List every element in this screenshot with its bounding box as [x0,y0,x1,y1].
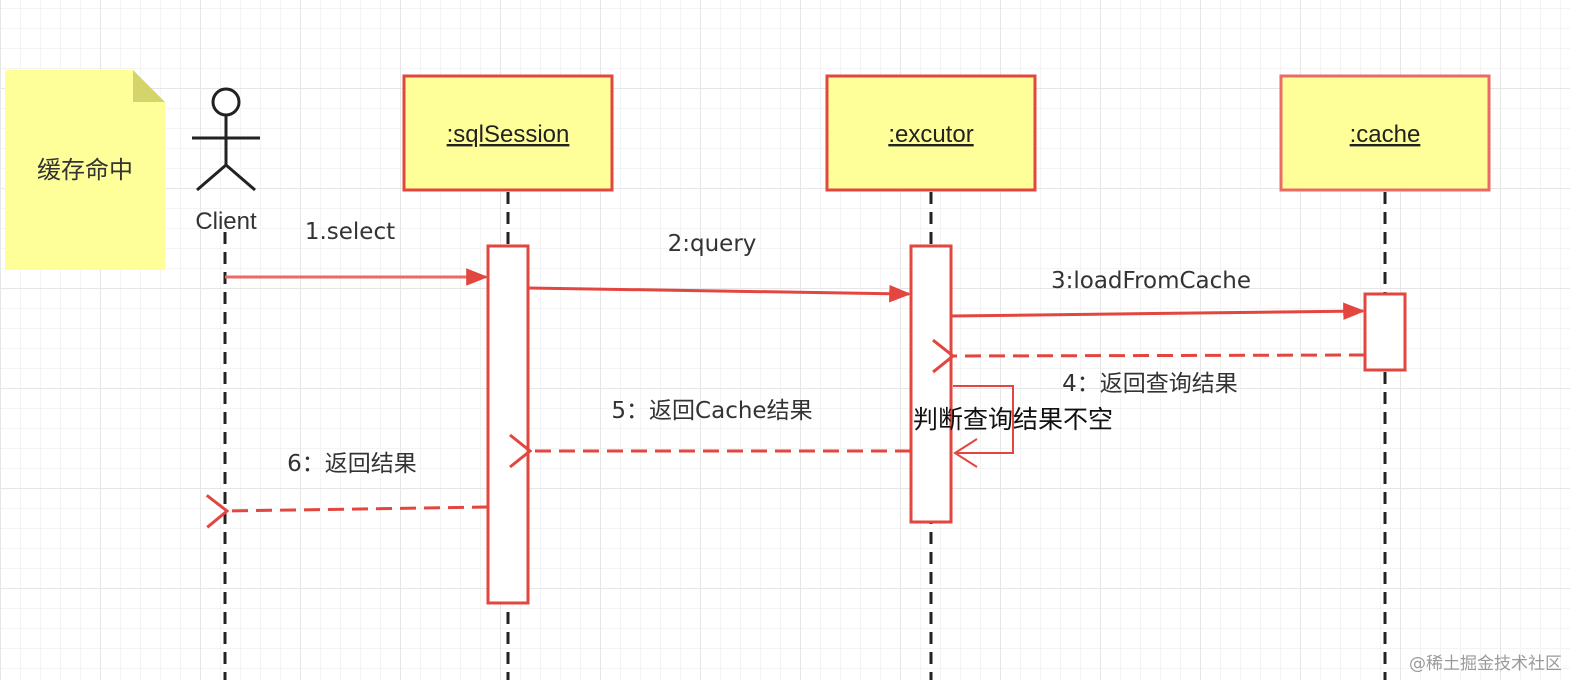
object-label: :cache [1350,121,1421,148]
message-6-label: 6：返回结果 [287,451,417,477]
self-message-label: 判断查询结果不空 [913,405,1113,434]
message-5-label: 5：返回Cache结果 [611,398,812,424]
actor-leg-right [225,163,256,192]
message-4-label: 4：返回查询结果 [1062,371,1238,397]
object-label: :sqlSession [447,121,570,148]
object-box [402,74,614,192]
note: 缓存命中 [5,70,165,270]
object-excutor: :excutor [825,74,1037,192]
object-cache: :cache [1279,74,1491,192]
message-3-arrow [950,302,1366,321]
object-label: :excutor [888,121,973,148]
message-6-arrow [227,507,489,511]
watermark: @稀土掘金技术社区 [1409,654,1562,674]
object-box [1279,74,1491,192]
self-message-arrowhead [953,438,978,468]
activation-excutor [909,244,953,524]
message-1-label: 1.select [305,219,395,245]
activation-sqlsession [486,244,530,605]
actor-client: Client [192,87,260,235]
actor-label: Client [195,208,257,235]
note-shape [5,70,165,270]
self-message-arrow [953,385,1014,454]
lifelines [223,192,1387,680]
actor-head [211,87,241,117]
note-text: 缓存命中 [37,156,133,184]
message-2-label: 2:query [668,231,757,257]
object-box [825,74,1037,192]
actor-leg-left [196,163,227,192]
message-2-arrow [527,284,912,303]
message-4-arrow [953,355,1366,356]
note-fold [133,70,165,102]
message-3-label: 3:loadFromCache [1051,268,1251,294]
activation-cache [1363,292,1407,372]
object-sqlsession: :sqlSession [402,74,614,192]
